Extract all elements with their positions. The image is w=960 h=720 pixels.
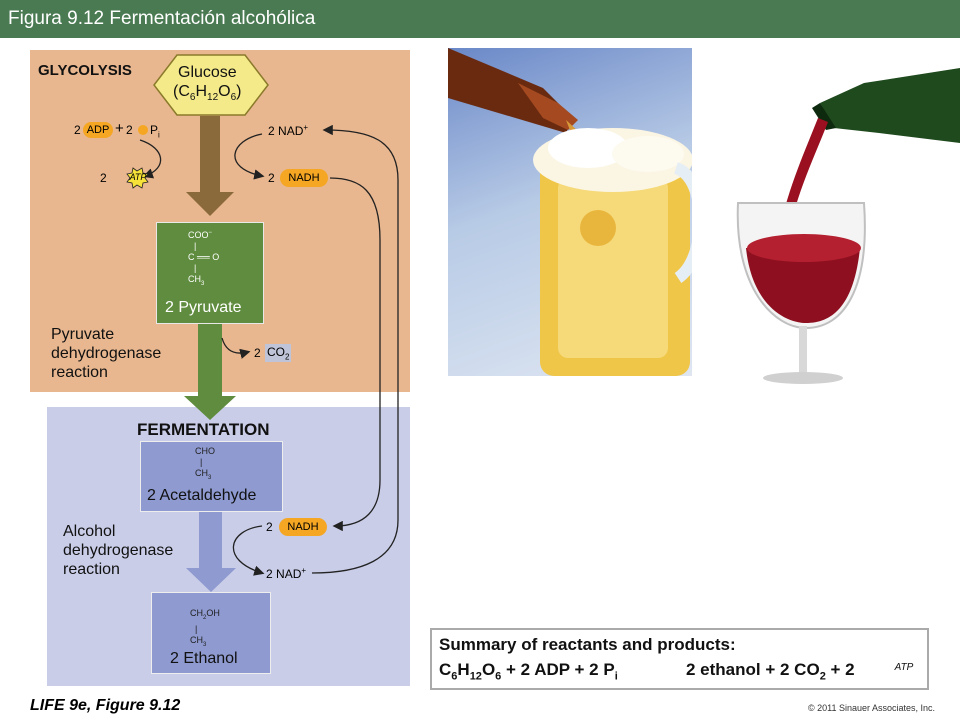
ethanol-name: 2 Ethanol — [170, 650, 238, 667]
glycolysis-arrow — [186, 116, 234, 216]
pyruvate-name: 2 Pyruvate — [165, 299, 242, 316]
nad-label-top: 2 NAD+ — [268, 123, 309, 138]
glucose-formula: (C6H12O6) — [173, 83, 242, 104]
pyruvate-box — [156, 222, 264, 324]
summary-atp-label: ATP — [894, 662, 914, 673]
co2-coef: 2 — [254, 346, 261, 360]
acetaldehyde-box — [140, 441, 283, 512]
nadh-pill-top: NADH — [280, 169, 328, 187]
ethanol-structure: CH2OH | CH3 — [190, 608, 220, 648]
summary-equation-left: C6H12O6 + 2 ADP + 2 Pi — [439, 660, 618, 683]
adh-label: Alcohol dehydrogenase reaction — [63, 523, 174, 578]
adp-pill: ADP — [83, 122, 113, 138]
glycolysis-heading: GLYCOLYSIS — [38, 62, 132, 79]
pi-label: Pi — [150, 123, 160, 140]
pi-coef: 2 — [126, 123, 133, 137]
atp-star-glycolysis — [126, 167, 149, 189]
plus-sign: + — [115, 120, 124, 137]
figure-source: LIFE 9e, Figure 9.12 — [30, 697, 181, 714]
summary-box: Summary of reactants and products: C6H12… — [430, 628, 929, 690]
wine-photo — [694, 48, 960, 386]
title-bar: Figura 9.12 Fermentación alcohólica — [0, 0, 960, 38]
acetaldehyde-structure: CHO | CH3 — [195, 446, 215, 481]
summary-heading: Summary of reactants and products: — [439, 635, 736, 654]
atp-label: ATP — [129, 172, 147, 182]
co2-label: CO2 — [265, 344, 292, 363]
beer-photo — [448, 48, 692, 376]
pyruvate-structure: COO− | C ══ O | CH3 — [188, 230, 220, 287]
adp-coef: 2 — [74, 123, 81, 137]
glucose-name: Glucose — [178, 64, 237, 81]
wine-illustration — [736, 68, 960, 384]
beer-illustration — [448, 48, 692, 376]
atp-coef: 2 — [100, 171, 107, 185]
nadh-pill-bottom: NADH — [279, 518, 327, 536]
copyright: © 2011 Sinauer Associates, Inc. — [808, 703, 936, 713]
ethanol-box — [151, 592, 271, 674]
nadh-coef-bottom: 2 — [266, 520, 273, 534]
summary-equation-right: 2 ethanol + 2 CO2 + 2 — [686, 660, 855, 683]
nadh-coef-top: 2 — [268, 171, 275, 185]
adh-arrow — [186, 510, 236, 592]
acetaldehyde-name: 2 Acetaldehyde — [147, 487, 257, 504]
slide-title: Figura 9.12 Fermentación alcohólica — [8, 8, 316, 29]
pdh-label: Pyruvate dehydrogenase reaction — [51, 326, 162, 381]
pdh-arrow — [184, 322, 236, 420]
nad-label-bottom: 2 NAD+ — [266, 566, 307, 581]
fermentation-heading: FERMENTATION — [137, 420, 270, 439]
glucose-hexagon — [153, 54, 269, 116]
